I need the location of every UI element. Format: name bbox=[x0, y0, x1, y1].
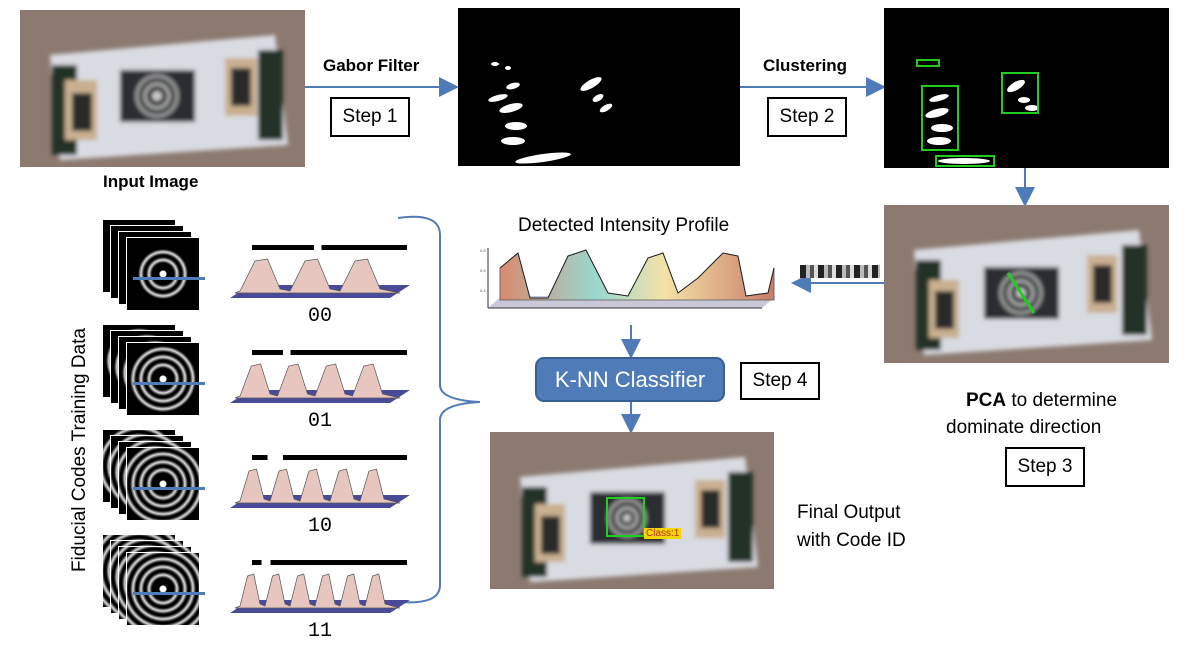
intensity-profile-plot: 0.8 0.6 0.4 bbox=[478, 238, 786, 326]
pca-label-line2: dominate direction bbox=[946, 417, 1102, 438]
training-data-side-label: Fiducial Codes Training Data bbox=[69, 328, 90, 572]
profile-scan-line bbox=[133, 277, 205, 280]
step3-box: Step 3 bbox=[1005, 447, 1085, 487]
fiducial-card bbox=[127, 553, 199, 625]
knn-classifier-box: K-NN Classifier bbox=[535, 357, 725, 402]
code-label-01: 01 bbox=[308, 410, 333, 433]
step4-box: Step 4 bbox=[740, 362, 820, 400]
input-image bbox=[20, 10, 305, 167]
fiducial-stack-01 bbox=[103, 325, 213, 420]
training-brace bbox=[397, 215, 481, 604]
clustering-output-image bbox=[884, 8, 1169, 168]
final-output-image bbox=[490, 432, 774, 589]
fiducial-stack-11 bbox=[103, 535, 213, 630]
pca-bold: PCA bbox=[966, 390, 1007, 411]
svg-text:0.6: 0.6 bbox=[480, 268, 486, 273]
input-image-label: Input Image bbox=[103, 172, 199, 191]
profile-scan-line bbox=[133, 382, 205, 385]
fiducial-card bbox=[127, 343, 199, 415]
class-tag: Class:1 bbox=[644, 528, 682, 539]
svg-text:0.4: 0.4 bbox=[480, 288, 486, 293]
code-label-00: 00 bbox=[308, 305, 333, 328]
profile-scan-line bbox=[133, 592, 205, 595]
code-strip-01 bbox=[252, 350, 407, 355]
step2-box: Step 2 bbox=[767, 97, 847, 137]
gabor-filter-label: Gabor Filter bbox=[323, 56, 420, 75]
gabor-output-image bbox=[458, 8, 740, 166]
svg-text:0.8: 0.8 bbox=[480, 248, 486, 253]
profile-scan-line bbox=[133, 487, 205, 490]
intensity-profile-title: Detected Intensity Profile bbox=[518, 215, 730, 236]
clustering-label: Clustering bbox=[763, 56, 848, 75]
pca-image bbox=[884, 205, 1169, 363]
code-strip-11 bbox=[252, 560, 407, 565]
training-profile-plot-10 bbox=[230, 468, 410, 508]
final-output-label-line2: with Code ID bbox=[797, 530, 906, 551]
fiducial-card bbox=[127, 448, 199, 520]
code-strip-10 bbox=[252, 455, 407, 460]
pca-label: PCA to determine bbox=[966, 390, 1117, 412]
intensity-strip bbox=[800, 265, 880, 278]
training-profile-plot-11 bbox=[230, 573, 410, 613]
code-label-11: 11 bbox=[308, 620, 333, 643]
code-strip-00 bbox=[252, 245, 407, 250]
training-profile-plot-00 bbox=[230, 258, 410, 298]
fiducial-card bbox=[127, 238, 199, 310]
fiducial-stack-00 bbox=[103, 220, 213, 315]
fiducial-stack-10 bbox=[103, 430, 213, 525]
final-output-label-line1: Final Output bbox=[797, 502, 901, 523]
step1-box: Step 1 bbox=[330, 97, 410, 137]
pca-rest: to determine bbox=[1006, 390, 1118, 411]
code-label-10: 10 bbox=[308, 515, 333, 538]
training-profile-plot-01 bbox=[230, 363, 410, 403]
